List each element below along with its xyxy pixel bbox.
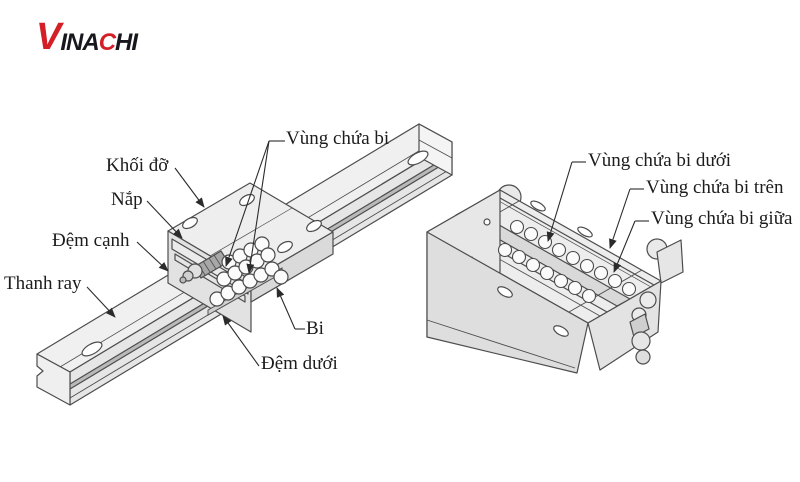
logo-letter-v: V <box>36 16 61 58</box>
label-khoi-do: Khối đỡ <box>106 155 169 176</box>
leader-lines <box>86 140 649 367</box>
logo-letters-ina: INA <box>60 29 99 56</box>
logo-letter-c: C <box>98 29 116 56</box>
grease-nipple-right <box>629 313 651 365</box>
label-dem-duoi: Đệm dưới <box>261 353 338 374</box>
label-bi: Bi <box>306 318 324 339</box>
label-thanh-ray: Thanh ray <box>4 273 82 294</box>
label-vung-chua-bi-giua: Vùng chứa bi giữa <box>651 208 793 229</box>
label-vung-chua-bi-tren: Vùng chứa bi trên <box>646 177 784 198</box>
label-vung-chua-bi-duoi: Vùng chứa bi dưới <box>588 150 732 171</box>
label-vung-chua-bi: Vùng chứa bi <box>286 128 390 149</box>
label-dem-canh: Đệm cạnh <box>52 230 130 251</box>
right-diagram-block-drawing <box>426 184 684 374</box>
left-diagram-carriage-drawing <box>167 182 334 333</box>
logo-letters-hi: HI <box>115 29 138 56</box>
label-nap: Nắp <box>111 189 143 210</box>
